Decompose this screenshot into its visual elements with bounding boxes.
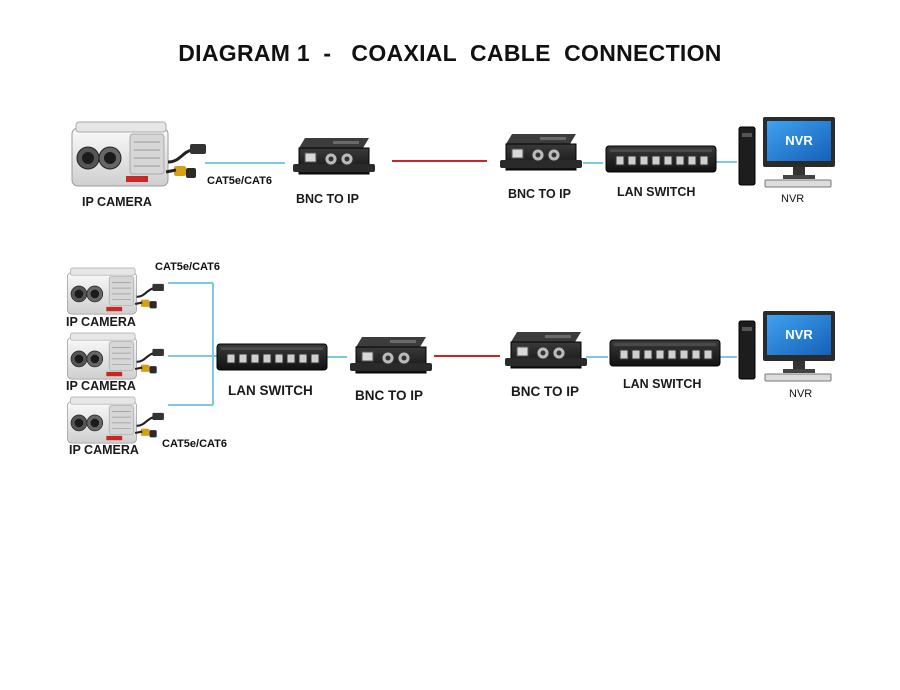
- row2-lan-switch-2-label: LAN SWITCH: [623, 377, 702, 391]
- row1-connections: [205, 160, 737, 164]
- row2-bnc-converter-2-icon: [504, 331, 588, 369]
- row1-ip-camera-label: IP CAMERA: [82, 195, 152, 209]
- row2-nvr-label: NVR: [789, 388, 813, 400]
- row1-bnc-converter-2-label: BNC TO IP: [508, 187, 571, 201]
- diagram-title: DIAGRAM 1 - COAXIAL CABLE CONNECTION: [178, 40, 722, 66]
- row1-lan-switch-label: LAN SWITCH: [617, 185, 696, 199]
- row2-cable-label-bottom: CAT5e/CAT6: [162, 438, 227, 450]
- row1-bnc-converter-2-icon: [499, 133, 583, 171]
- row2-bnc-converter-1-label: BNC TO IP: [355, 388, 424, 403]
- row1-bnc-converter-icon: [292, 137, 376, 175]
- row2-lan-switch-1-icon: [216, 343, 328, 371]
- row1-cat-cable-label: CAT5e/CAT6: [207, 175, 272, 187]
- row2-bnc-converter-1-icon: [349, 336, 433, 374]
- row2-ip-camera-2-icon: [66, 331, 165, 381]
- row1-nvr-icon: [738, 116, 836, 188]
- row2-bnc-converter-2-label: BNC TO IP: [511, 384, 580, 399]
- row2-ip-camera-3-label: IP CAMERA: [69, 443, 139, 457]
- row1-lan-switch-icon: [605, 145, 717, 173]
- row1-nvr-screen-text: NVR: [785, 133, 813, 148]
- row2-ip-camera-3-icon: [66, 395, 165, 445]
- row2-ip-camera-2-label: IP CAMERA: [66, 379, 136, 393]
- row1-bnc-converter-label: BNC TO IP: [296, 192, 359, 206]
- row2-nvr-icon: [738, 310, 836, 382]
- row2-lan-switch-2-icon: [609, 339, 721, 367]
- row1-ip-camera-icon: [70, 120, 208, 188]
- row2-lan-switch-1-label: LAN SWITCH: [228, 383, 313, 398]
- row2-nvr-screen-text: NVR: [785, 327, 813, 342]
- row2-ip-camera-1-icon: [66, 266, 165, 316]
- row1-nvr-label: NVR: [781, 193, 805, 205]
- row2-ip-camera-1-label: IP CAMERA: [66, 315, 136, 329]
- row2-connections: [168, 282, 737, 406]
- row2-cable-label-top: CAT5e/CAT6: [155, 261, 220, 273]
